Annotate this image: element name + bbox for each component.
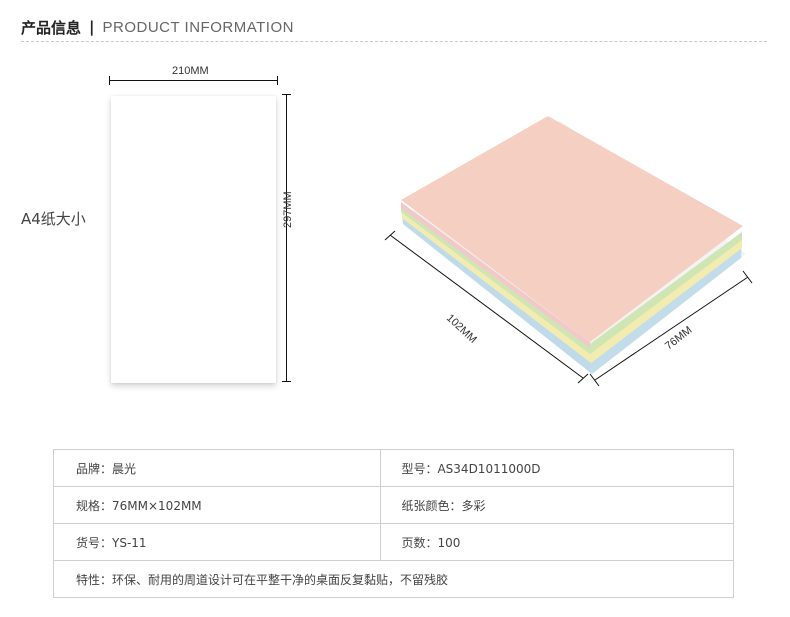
spec-cell-features: 特性：环保、耐用的周道设计可在平整干净的桌面反复黏贴，不留残胶 [53,560,734,598]
a4-height-dimension-line [282,94,291,382]
note-width-dimension-line [594,276,749,381]
notes-layer-pink-side [401,202,590,348]
spec-cell-brand: 品牌：晨光 [52,449,382,487]
note-length-dimension-line [389,234,584,379]
spec-cell-size: 规格：76MM×102MM [52,486,382,524]
table-row: 货号：YS-11 页数：100 [52,523,734,561]
table-row: 特性：环保、耐用的周道设计可在平整干净的桌面反复黏贴，不留残胶 [53,560,734,598]
notes-top-sheet [401,116,743,342]
header-divider [21,41,767,42]
notes-layer-green-right [590,232,742,354]
a4-width-label: 210MM [172,65,209,77]
spec-cell-model: 型号：AS34D1011000D [380,449,734,487]
table-row: 规格：76MM×102MM 纸张颜色：多彩 [52,486,734,524]
a4-paper-illustration [111,96,276,383]
a4-size-label: A4纸大小 [21,210,86,228]
section-header: 产品信息 | PRODUCT INFORMATION [21,14,294,40]
section-title-en: PRODUCT INFORMATION [102,18,294,36]
specs-table: 品牌：晨光 型号：AS34D1011000D 规格：76MM×102MM 纸张颜… [52,449,734,598]
table-row: 品牌：晨光 型号：AS34D1011000D [52,449,734,487]
sticky-notes-illustration [384,116,753,387]
a4-width-dimension-line [109,76,278,85]
title-separator: | [89,18,95,36]
spec-cell-page-count: 页数：100 [380,523,734,561]
section-title-cn: 产品信息 [21,18,82,37]
spec-cell-item-number: 货号：YS-11 [52,523,382,561]
spec-cell-paper-color: 纸张颜色：多彩 [380,486,734,524]
